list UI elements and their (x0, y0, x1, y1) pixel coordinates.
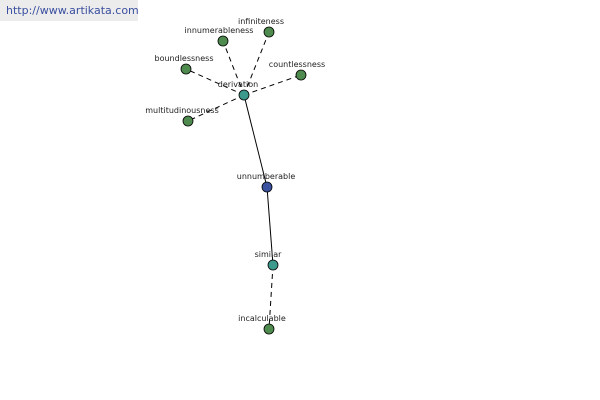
edge-derivation-infiniteness (243, 31, 270, 96)
node-incalculable[interactable]: incalculable (238, 314, 286, 335)
node-dot-unnumberable[interactable] (261, 181, 273, 193)
node-similar[interactable]: similar (255, 250, 283, 271)
node-label-multitudinousness[interactable]: multitudinousness (145, 106, 218, 115)
node-label-innumerableness[interactable]: innumerableness (185, 26, 254, 35)
node-infiniteness[interactable]: infiniteness (238, 17, 284, 38)
node-dot-incalculable[interactable] (263, 323, 275, 335)
node-countlessness[interactable]: countlessness (269, 60, 325, 81)
node-dot-boundlessness[interactable] (180, 63, 192, 75)
node-unnumberable[interactable]: unnumberable (237, 172, 296, 193)
node-multitudinousness[interactable]: multitudinousness (145, 106, 219, 127)
edge-derivation-countlessness (243, 74, 302, 96)
edge-derivation-multitudinousness (187, 94, 245, 122)
node-label-boundlessness[interactable]: boundlessness (155, 54, 214, 63)
node-dot-similar[interactable] (267, 259, 279, 271)
node-dot-countlessness[interactable] (295, 69, 307, 81)
node-dot-derivation[interactable] (238, 89, 250, 101)
node-dot-infiniteness[interactable] (263, 26, 275, 38)
node-label-incalculable[interactable]: incalculable (238, 314, 286, 323)
node-label-infiniteness[interactable]: infiniteness (238, 17, 284, 26)
node-dot-multitudinousness[interactable] (182, 115, 194, 127)
node-label-derivation[interactable]: derivation (218, 80, 258, 89)
node-boundlessness[interactable]: boundlessness (155, 54, 214, 75)
node-label-countlessness[interactable]: countlessness (269, 60, 325, 69)
node-innumerableness[interactable]: innumerableness (185, 26, 254, 47)
node-label-unnumberable[interactable]: unnumberable (237, 172, 296, 181)
edge-derivation-boundlessness (185, 68, 245, 96)
node-dot-innumerableness[interactable] (217, 35, 229, 47)
node-label-similar[interactable]: similar (255, 250, 283, 259)
edge-derivation-innumerableness (222, 40, 245, 96)
source-url-link[interactable]: http://www.artikata.com (0, 0, 139, 21)
edge-unnumberable-derivation (243, 94, 268, 188)
node-derivation[interactable]: derivation (218, 80, 258, 101)
edges-layer (185, 31, 302, 330)
edge-similar-incalculable (268, 264, 274, 330)
edge-unnumberable-similar (266, 186, 274, 266)
